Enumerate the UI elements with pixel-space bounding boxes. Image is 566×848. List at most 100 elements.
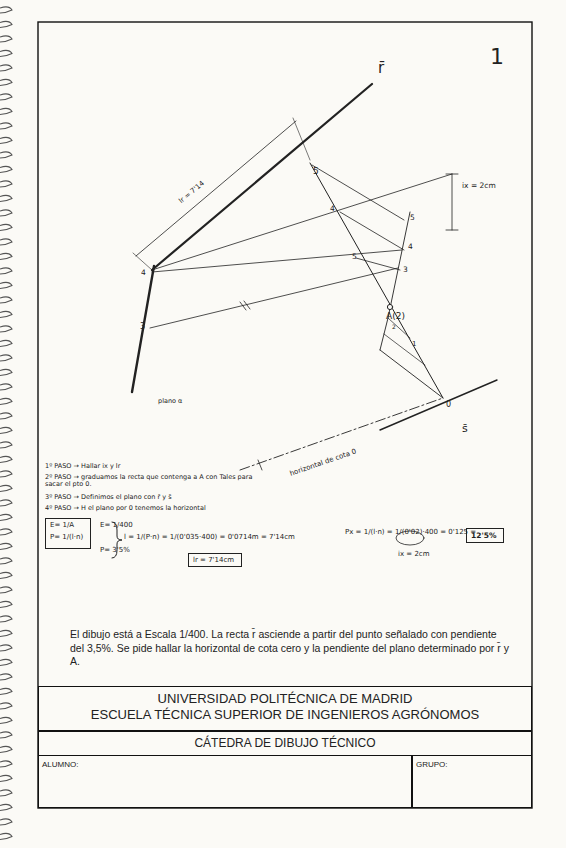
formula-box-text: E= 1/A bbox=[50, 521, 86, 529]
spiral-loop bbox=[0, 514, 12, 520]
result-box: lr = 7'14cm bbox=[188, 553, 242, 567]
spiral-loop bbox=[0, 224, 12, 230]
spiral-loop bbox=[0, 369, 12, 375]
name-field-text: ALUMNO: bbox=[42, 760, 408, 770]
spiral-loop bbox=[0, 50, 12, 56]
formula: E= 1/400 bbox=[100, 521, 133, 529]
line-name: r̄ bbox=[378, 60, 384, 77]
spiral-loop bbox=[0, 558, 12, 564]
scale-line bbox=[388, 212, 410, 318]
construction bbox=[112, 84, 497, 558]
formula: l = 1/(P·n) = 1/(0'035·400) = 0'0714m = … bbox=[124, 533, 295, 541]
line-name: horizontal de cota 0 bbox=[289, 447, 358, 477]
spiral-loop bbox=[0, 413, 12, 419]
title-box-text: ESCUELA TÉCNICA SUPERIOR DE INGENIEROS A… bbox=[42, 707, 528, 723]
spiral-loop bbox=[0, 630, 12, 636]
step-note: 2º PASO → graduamos la recta que conteng… bbox=[45, 474, 255, 489]
spiral-loop bbox=[0, 210, 12, 216]
spiral-loop bbox=[0, 181, 12, 187]
title-box-text: UNIVERSIDAD POLITÉCNICA DE MADRID bbox=[42, 691, 528, 707]
spiral-loop bbox=[0, 543, 12, 549]
dimension-line bbox=[136, 121, 296, 256]
spiral-loop bbox=[0, 355, 12, 361]
spiral-loop bbox=[0, 340, 12, 346]
spiral-loop bbox=[0, 616, 12, 622]
thales-line bbox=[380, 350, 443, 398]
group-field-text: GRUPO: bbox=[416, 760, 528, 770]
spiral-loop bbox=[0, 804, 12, 810]
spiral-loop bbox=[0, 94, 12, 100]
formula: ix = 2cm bbox=[398, 550, 430, 558]
dimension-text: lr = 7'14 bbox=[177, 179, 205, 205]
spiral-loop bbox=[0, 703, 12, 709]
spiral-loop bbox=[0, 775, 12, 781]
line-s bbox=[380, 380, 497, 430]
spiral-loop bbox=[0, 659, 12, 665]
result-box-text: 12'5% bbox=[471, 531, 499, 540]
thales-line bbox=[384, 334, 425, 365]
step-note: 4º PASO → H el plano por 0 tenemos la ho… bbox=[45, 505, 206, 512]
point-number: 4 bbox=[408, 243, 413, 252]
spiral-loop bbox=[0, 500, 12, 506]
line-r bbox=[152, 84, 372, 270]
point-a bbox=[387, 304, 392, 309]
dimension-line bbox=[446, 230, 458, 231]
spiral-loop bbox=[0, 572, 12, 578]
spiral-loop bbox=[0, 282, 12, 288]
spiral-loop bbox=[0, 601, 12, 607]
point-label: A(2) bbox=[386, 311, 405, 321]
spiral-loop bbox=[0, 485, 12, 491]
spiral-loop bbox=[0, 21, 12, 27]
group-field: GRUPO: bbox=[412, 755, 532, 808]
tick-mark bbox=[240, 302, 246, 310]
spiral-loop bbox=[0, 587, 12, 593]
line-name: s̄ bbox=[462, 423, 468, 436]
spiral-loop bbox=[0, 65, 12, 71]
point-number: 5 bbox=[352, 253, 357, 262]
point-number: 1 bbox=[412, 340, 416, 348]
spiral-loop bbox=[0, 471, 12, 477]
tick-mark bbox=[244, 301, 250, 309]
formula-box: E= 1/AP= 1/(l·n) bbox=[45, 518, 91, 549]
spiral-loop bbox=[0, 326, 12, 332]
construction-line bbox=[312, 165, 404, 220]
spiral-loop bbox=[0, 123, 12, 129]
point-number: 3 bbox=[403, 266, 408, 275]
plane-name: plano α bbox=[158, 398, 182, 405]
point-number: 5 bbox=[313, 166, 319, 176]
point-number: 3 bbox=[140, 322, 145, 331]
spiral-binding bbox=[0, 7, 12, 840]
point-number: 4 bbox=[141, 269, 146, 278]
step-note: 3º PASO → Definimos el plano con r̄ y s̄ bbox=[45, 494, 172, 501]
result-box-text: lr = 7'14cm bbox=[193, 556, 237, 564]
spiral-loop bbox=[0, 442, 12, 448]
spiral-loop bbox=[0, 456, 12, 462]
spiral-loop bbox=[0, 311, 12, 317]
extension-line bbox=[133, 253, 152, 270]
dimension-line bbox=[446, 174, 458, 175]
graduated-line bbox=[310, 163, 443, 398]
title-box-text: CÁTEDRA DE DIBUJO TÉCNICO bbox=[42, 736, 528, 750]
extension-line bbox=[293, 118, 310, 160]
construction-line bbox=[152, 250, 402, 272]
spiral-loop bbox=[0, 268, 12, 274]
formula: Px = 1/(l·n) = 1/(0'02)·400 = 0'125 = bbox=[345, 528, 476, 536]
name-field: ALUMNO: bbox=[38, 755, 412, 808]
problem-statement: El dibujo está a Escala 1/400. La recta … bbox=[70, 628, 510, 669]
spiral-loop bbox=[0, 717, 12, 723]
formula: P= 3'5% bbox=[100, 546, 130, 554]
step-note: 1º PASO → Hallar ix y lr bbox=[45, 463, 120, 470]
spiral-loop bbox=[0, 239, 12, 245]
title-box: UNIVERSIDAD POLITÉCNICA DE MADRIDESCUELA… bbox=[38, 686, 532, 731]
spiral-loop bbox=[0, 297, 12, 303]
dimension-text: ix = 2cm bbox=[462, 182, 496, 191]
title-box: CÁTEDRA DE DIBUJO TÉCNICO bbox=[38, 731, 532, 756]
spiral-loop bbox=[0, 137, 12, 143]
sheet-frame bbox=[38, 22, 532, 808]
sheet-number: 1 bbox=[490, 44, 504, 69]
spiral-loop bbox=[0, 529, 12, 535]
spiral-loop bbox=[0, 761, 12, 767]
spiral-loop bbox=[0, 166, 12, 172]
spiral-loop bbox=[0, 152, 12, 158]
construction-line bbox=[150, 268, 398, 328]
